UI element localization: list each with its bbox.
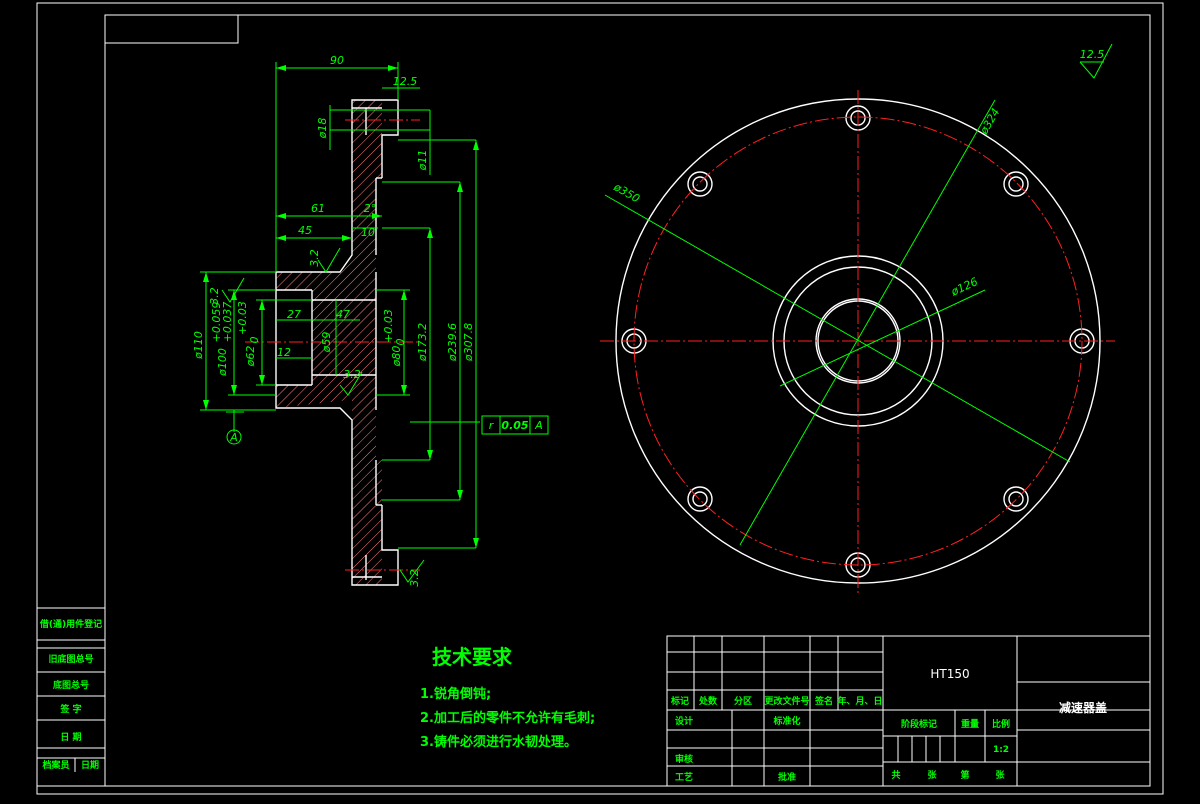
tb-scale-value: 1:2	[993, 745, 1009, 755]
section-arrows	[203, 65, 479, 548]
dim-d62-tol: +0.03	[236, 301, 249, 335]
dim-d62-zero: 0	[248, 337, 261, 344]
title-block: HT150 减速器盖 标记 处数 分区 更改文件号 签名 年、月、日 设计 标准…	[666, 635, 1151, 787]
corner-roughness	[1079, 43, 1113, 79]
dim-d59: ø59	[320, 332, 333, 354]
dim-45: 45	[298, 224, 312, 237]
dim-d18: ø18	[316, 118, 329, 140]
part-name: 减速器盖	[1059, 700, 1107, 715]
tb-date: 年、月、日	[837, 695, 882, 707]
note-1: 1.锐角倒钝;	[420, 686, 491, 702]
tb-standardize: 标准化	[772, 715, 800, 727]
dim-12: 12	[277, 346, 291, 359]
rough-3-2-d: 3.2	[408, 569, 421, 587]
strip-date2: 日期	[81, 759, 99, 771]
rough-3-2-a: 3.2	[308, 249, 321, 267]
dim-d324: ø324	[977, 106, 1003, 137]
tb-approve: 批准	[778, 771, 796, 783]
dim-d350: ø350	[611, 180, 642, 206]
section-view: A r 0.05 A 90 12.5 ø18 ø11 61 2° 45 10 3…	[192, 54, 549, 587]
dim-61: 61	[311, 202, 325, 215]
dim-d62: ø62	[244, 346, 257, 368]
front-centerlines	[600, 90, 1115, 595]
tolerance-frame	[481, 415, 549, 435]
tb-total: 共	[891, 769, 900, 781]
tb-review: 审核	[675, 753, 693, 765]
left-strip: 借(通)用件登记 旧底图总号 底图总号 签 字 日 期 档案员 日期	[36, 607, 106, 787]
roughness-symbols	[221, 247, 425, 583]
note-2: 2.加工后的零件不允许有毛刺;	[420, 710, 595, 726]
dim-d239: ø239.6	[446, 323, 459, 362]
strip-base-no: 底图总号	[53, 679, 89, 691]
tb-count: 处数	[698, 695, 718, 707]
note-3: 3.铸件必须进行水韧处理。	[420, 734, 577, 750]
tb-scale-label: 比例	[992, 718, 1010, 730]
dim-d126: ø126	[948, 275, 980, 299]
tb-signature: 签名	[814, 695, 833, 707]
dim-d100: ø100	[216, 348, 229, 377]
notes-title: 技术要求	[432, 645, 513, 669]
front-view: ø350 ø324 ø126	[600, 90, 1115, 595]
tb-zone: 分区	[734, 695, 752, 707]
dim-d110: ø110	[192, 331, 205, 360]
tb-process: 工艺	[675, 771, 693, 783]
dim-d173: ø173.2	[416, 323, 429, 362]
front-dim-lines	[604, 99, 1071, 546]
tb-change-doc: 更改文件号	[764, 695, 809, 707]
tb-weight: 重量	[961, 718, 979, 730]
section-hatch	[276, 100, 382, 585]
dim-d80-tol: +0.03	[382, 309, 395, 343]
tb-mark: 标记	[670, 695, 689, 707]
material: HT150	[930, 667, 969, 681]
tolerance-symbol: r	[489, 419, 495, 432]
dim-d307: ø307.8	[462, 323, 475, 362]
strip-date: 日 期	[60, 731, 81, 743]
tb-design: 设计	[675, 715, 693, 727]
dim-d80-zero: 0	[394, 339, 407, 346]
section-outline	[275, 99, 399, 586]
strip-archivist: 档案员	[42, 759, 69, 771]
tb-number: 第	[960, 769, 969, 781]
tb-stage-mark: 阶段标记	[901, 718, 937, 730]
rough-3-2-c: 3.2	[343, 368, 361, 381]
dim-12-5: 12.5	[393, 75, 418, 88]
datum-a-symbol	[226, 411, 244, 445]
datum-a-label: A	[229, 431, 238, 444]
drawing-frame	[36, 2, 1164, 795]
dim-d100-tol-up: +0.059	[210, 302, 223, 343]
tb-sheets: 张	[927, 769, 937, 781]
dim-10: 10	[361, 226, 375, 239]
dim-27: 27	[287, 308, 301, 321]
tb-sheet: 张	[995, 769, 1005, 781]
strip-sign: 签 字	[59, 703, 81, 715]
section-dim-lines	[200, 62, 480, 549]
dim-d100-tol-dn: +0.037	[221, 302, 234, 343]
tolerance-datum: A	[534, 419, 543, 432]
rough-3-2-b: 3.2	[208, 287, 221, 305]
tolerance-value: 0.05	[501, 419, 528, 432]
corner-roughness-value: 12.5	[1080, 48, 1105, 61]
dim-d11: ø11	[416, 150, 429, 172]
dim-d80: ø80	[390, 346, 403, 368]
strip-old-no: 旧底图总号	[48, 653, 93, 665]
dim-2deg: 2°	[364, 202, 377, 215]
technical-notes: 技术要求 1.锐角倒钝; 2.加工后的零件不允许有毛刺; 3.铸件必须进行水韧处…	[420, 645, 595, 750]
section-centerlines	[245, 119, 420, 571]
strip-borrow: 借(通)用件登记	[39, 618, 102, 630]
dim-90: 90	[330, 54, 344, 67]
dim-47: 47	[336, 308, 350, 321]
